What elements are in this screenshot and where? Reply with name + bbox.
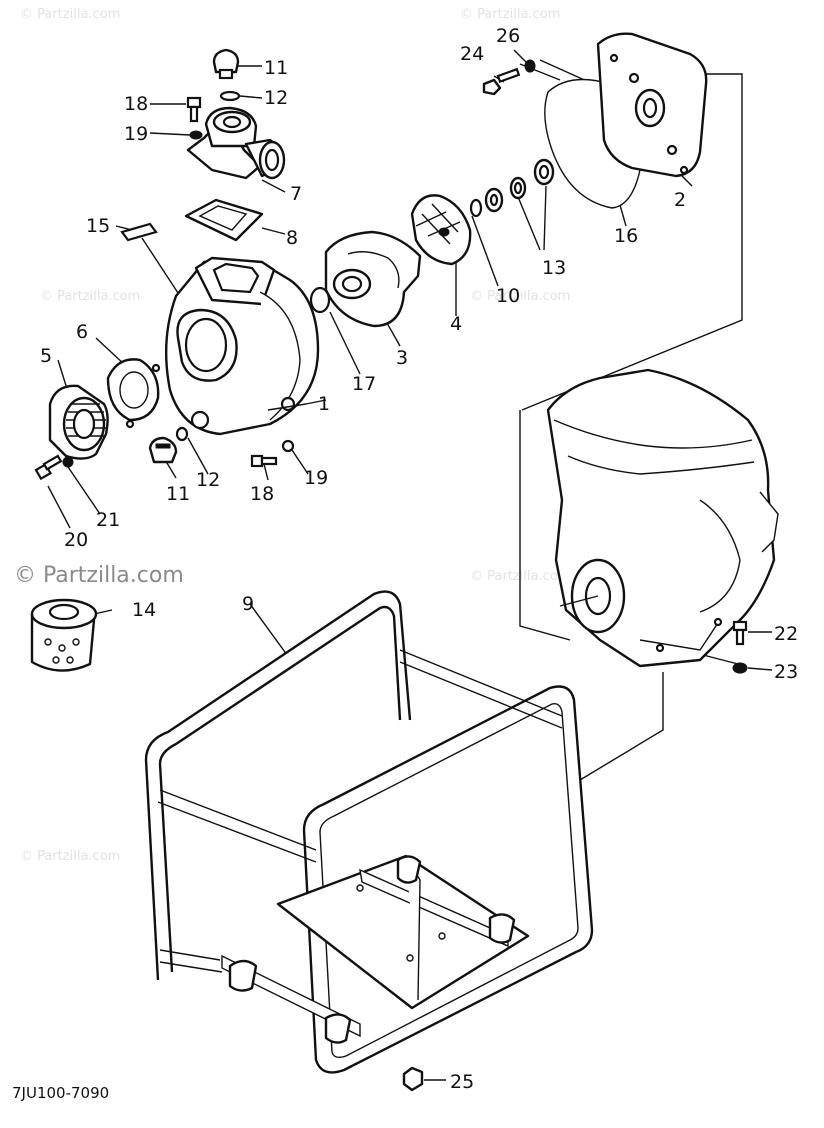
part-12-o-ring-top [219,90,241,102]
part-2-engine-flange [596,32,708,178]
callout-11-top: 11 [264,57,288,79]
callout-22: 22 [774,623,798,645]
watermark: © Partzilla.com [20,7,120,22]
part-12-o-ring-bottom [175,426,189,442]
watermark: © Partzilla.com [20,849,120,864]
callout-4: 4 [450,313,462,335]
part-26-washer [524,59,536,73]
part-1-pump-housing [164,256,320,436]
part-22-bolt [732,620,748,646]
part-18-bolt-top [186,96,202,123]
callout-labels: 1 2 3 4 5 6 7 8 9 10 11 11 12 12 13 14 1… [40,25,798,1093]
callout-9: 9 [242,593,254,615]
part-21-washer [62,456,74,468]
part-19-washer-top [189,130,203,140]
callout-18-top: 18 [124,93,148,115]
callout-7: 7 [290,183,302,205]
watermark: © Partzilla.com [470,289,570,304]
leader-lines [47,49,773,1081]
watermark: © Partzilla.com [40,289,140,304]
part-3-volute [324,230,422,328]
part-4-impeller [410,194,472,266]
diagram-code: 7JU100-7090 [12,1084,109,1102]
part-14-strainer [30,598,98,672]
callout-17: 17 [352,373,376,395]
callout-23: 23 [774,661,798,683]
callout-1: 1 [318,393,330,415]
part-25-nut [402,1066,424,1092]
callout-19-bottom: 19 [304,467,328,489]
part-18-bolt-bottom [250,454,278,468]
callout-10: 10 [496,285,520,307]
part-11-plug-bottom [148,436,178,464]
callout-13: 13 [542,257,566,279]
callout-12-bottom: 12 [196,469,220,491]
part-8-gasket [184,198,264,242]
callout-24: 24 [460,43,484,65]
callout-12-top: 12 [264,87,288,109]
watermark: © Partzilla.com [460,7,560,22]
callout-15: 15 [86,215,110,237]
part-5-suction-flange [48,384,109,460]
part-7-outlet-elbow [186,106,286,180]
part-24-bolt [482,67,521,96]
callout-21: 21 [96,509,120,531]
part-13-mechanical-seal [484,158,555,213]
callout-20: 20 [64,529,88,551]
callout-2: 2 [674,189,686,211]
part-11-plug-top [212,48,240,80]
part-10-washer [469,198,483,218]
callout-16: 16 [614,225,638,247]
part-6-suction-gasket [106,358,161,429]
part-19-washer-bottom [281,439,295,453]
part-17-o-ring [309,286,331,314]
engine-assembly [546,368,779,668]
part-23-nut [732,662,748,674]
part-20-bolt [34,454,63,481]
part-15-label [120,222,158,242]
callout-26: 26 [496,25,520,47]
part-9-frame [144,590,594,1074]
callout-8: 8 [286,227,298,249]
callout-18-bottom: 18 [250,483,274,505]
callout-14: 14 [132,599,156,621]
callout-3: 3 [396,347,408,369]
callout-6: 6 [76,321,88,343]
callout-25: 25 [450,1071,474,1093]
callout-19-top: 19 [124,123,148,145]
callout-5: 5 [40,345,52,367]
watermark-main: © Partzilla.com [14,563,184,588]
callout-11-bottom: 11 [166,483,190,505]
